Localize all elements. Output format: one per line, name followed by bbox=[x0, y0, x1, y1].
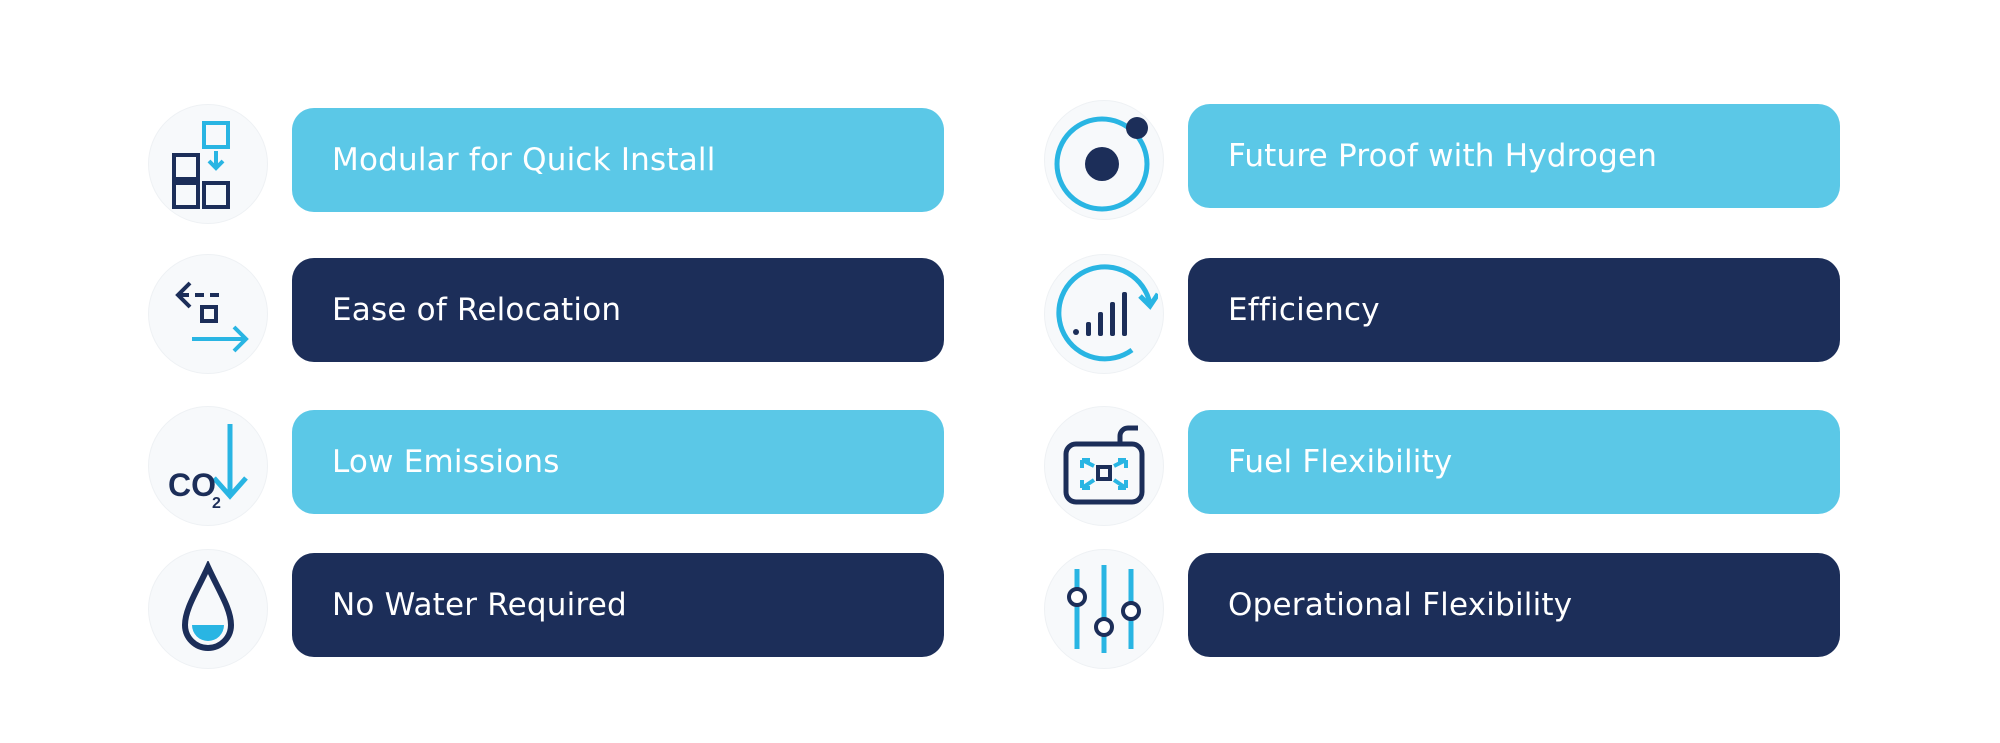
feature-label-fuel: Fuel Flexibility bbox=[1188, 410, 1840, 514]
feature-hydrogen: Future Proof with Hydrogen bbox=[1044, 100, 1844, 220]
feature-label-relocation: Ease of Relocation bbox=[292, 258, 944, 362]
co2-subscript: 2 bbox=[212, 495, 221, 512]
feature-fuel: Fuel Flexibility bbox=[1044, 406, 1844, 526]
relocation-arrows-icon bbox=[148, 254, 268, 374]
feature-label-modular: Modular for Quick Install bbox=[292, 108, 944, 212]
sliders-icon bbox=[1044, 549, 1164, 669]
feature-modular: Modular for Quick Install bbox=[148, 104, 948, 224]
modular-blocks-icon bbox=[148, 104, 268, 224]
feature-operational: Operational Flexibility bbox=[1044, 549, 1844, 669]
feature-label-efficiency: Efficiency bbox=[1188, 258, 1840, 362]
efficiency-signal-icon bbox=[1044, 254, 1164, 374]
feature-water: No Water Required bbox=[148, 549, 948, 669]
fuel-flex-icon bbox=[1044, 406, 1164, 526]
feature-relocation: Ease of Relocation bbox=[148, 254, 948, 374]
feature-label-operational: Operational Flexibility bbox=[1188, 553, 1840, 657]
feature-label-hydrogen: Future Proof with Hydrogen bbox=[1188, 104, 1840, 208]
water-drop-icon bbox=[148, 549, 268, 669]
feature-efficiency: Efficiency bbox=[1044, 254, 1844, 374]
co2-label: CO bbox=[168, 467, 216, 503]
co2-down-icon: CO 2 bbox=[148, 406, 268, 526]
feature-label-water: No Water Required bbox=[292, 553, 944, 657]
feature-label-emissions: Low Emissions bbox=[292, 410, 944, 514]
feature-emissions: CO 2 Low Emissions bbox=[148, 406, 948, 526]
hydrogen-atom-icon bbox=[1044, 100, 1164, 220]
